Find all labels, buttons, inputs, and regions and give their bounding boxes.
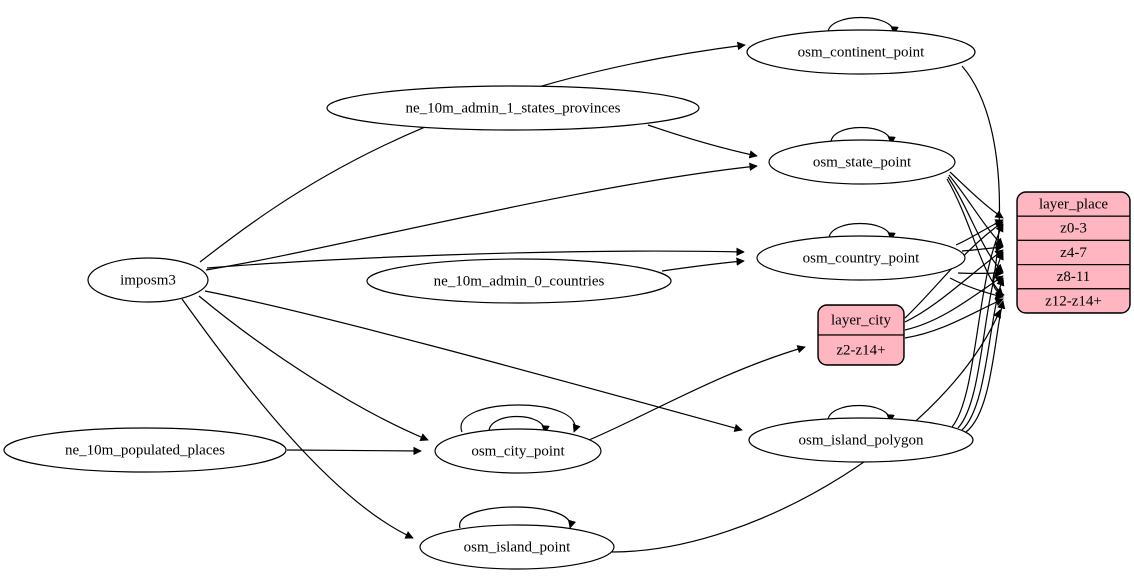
- edge-osm_state_point-to-layer_place_z0_3: [949, 171, 1004, 219]
- node-ne_10m_populated_places[interactable]: ne_10m_populated_places: [3, 427, 287, 473]
- node-ne_10m_admin_1_states_provinces[interactable]: ne_10m_admin_1_states_provinces: [326, 85, 700, 131]
- record-label-layer_place_z4_7: z4-7: [1060, 245, 1087, 261]
- node-shape-osm_continent_point: [746, 29, 976, 75]
- node-label-osm_city_point: osm_city_point: [471, 443, 565, 459]
- record-cell-layer_place_z4_7[interactable]: [1017, 239, 1130, 266]
- edge-ne_10m_admin_1_states_provinces-to-osm_state_point: [647, 124, 758, 159]
- record-label-layer_place_z8_11: z8-11: [1057, 269, 1091, 285]
- record-label-layer_city_title: layer_city: [831, 312, 891, 328]
- node-shape-ne_10m_admin_0_countries: [366, 258, 672, 304]
- node-label-ne_10m_admin_0_countries: ne_10m_admin_0_countries: [434, 273, 605, 289]
- node-osm_city_point[interactable]: osm_city_point: [434, 428, 602, 474]
- self-loop-osm_continent_point: [827, 17, 899, 35]
- edge-osm_state_point-to-layer_place_z4_7: [948, 174, 1004, 247]
- record-label-layer_place_z0_3: z0-3: [1060, 221, 1087, 237]
- edge-layer_city-to-layer_place_z12_14: [904, 298, 1004, 339]
- edge-osm_city_point-to-layer_city: [588, 345, 806, 441]
- node-shape-osm_country_point: [756, 235, 966, 281]
- node-label-imposm3: imposm3: [120, 272, 176, 288]
- node-osm_continent_point[interactable]: osm_continent_point: [746, 29, 976, 75]
- self-loop-osm_city_point_outer: [460, 404, 581, 433]
- node-label-osm_island_polygon: osm_island_polygon: [798, 432, 924, 448]
- self-loop-osm_city_point: [488, 416, 550, 434]
- edge-imposm3-to-osm_island_point: [181, 298, 414, 539]
- edge-imposm3-to-osm_island_polygon: [204, 290, 743, 433]
- edge-osm_island_polygon-to-layer_place_z4_7: [957, 251, 1004, 429]
- node-osm_state_point[interactable]: osm_state_point: [768, 139, 956, 185]
- edge-osm_island_point-to-layer_place_z12_14: [611, 309, 1001, 553]
- node-shape-osm_island_polygon: [748, 417, 974, 463]
- edge-osm_island_polygon-to-layer_place_z8_11: [961, 277, 1005, 431]
- node-label-osm_continent_point: osm_continent_point: [798, 44, 925, 60]
- edge-osm_country_point-to-layer_place_z4_7: [961, 243, 1004, 252]
- record-outline-layer_place: [1016, 191, 1131, 314]
- edges-layer: [181, 41, 1006, 553]
- edge-osm_continent_point-to-layer_place_z12_14: [961, 65, 1005, 297]
- node-shape-osm_state_point: [768, 139, 956, 185]
- record-label-layer_place_title: layer_place: [1039, 197, 1108, 213]
- edge-osm_island_polygon-to-layer_place_z0_3: [951, 223, 1004, 428]
- nodes-layer: imposm3 ne_10m_admin_1_states_provincesne…: [3, 29, 976, 570]
- self-loop-osm_country_point: [828, 223, 896, 241]
- edge-imposm3-to-osm_country_point: [206, 247, 745, 269]
- node-label-osm_country_point: osm_country_point: [803, 250, 920, 266]
- record-outline-layer_city: [817, 304, 905, 366]
- node-imposm3[interactable]: imposm3: [87, 257, 209, 303]
- node-shape-ne_10m_admin_1_states_provinces: [326, 85, 700, 131]
- node-label-osm_state_point: osm_state_point: [813, 154, 912, 170]
- edge-ne_10m_populated_places-to-osm_city_point: [286, 446, 422, 456]
- node-shape-imposm3: [87, 257, 209, 303]
- edge-layer_city-to-layer_place_z8_11: [904, 275, 1004, 331]
- self-loop-osm_island_polygon: [827, 405, 895, 423]
- node-shape-ne_10m_populated_places: [3, 427, 287, 473]
- self-loop-osm_state_point: [830, 127, 896, 145]
- edge-osm_state_point-to-layer_place_z8_11: [947, 176, 1004, 273]
- record-cell-layer_city_z2_14[interactable]: [818, 334, 904, 365]
- node-label-ne_10m_admin_1_states_provinces: ne_10m_admin_1_states_provinces: [406, 100, 621, 116]
- node-osm_island_polygon[interactable]: osm_island_polygon: [748, 417, 974, 463]
- record-label-layer_place_z12_14: z12-z14+: [1045, 293, 1102, 309]
- node-shape-osm_island_point: [419, 524, 615, 570]
- record-nodes-layer: layer_place z0-3 z4-7 z8-11 z12-z14+ layer_ci…: [817, 191, 1131, 366]
- node-osm_country_point[interactable]: osm_country_point: [756, 235, 966, 281]
- record-cell-layer_place_z0_3[interactable]: [1017, 215, 1130, 241]
- record-cell-layer_place_z12_14[interactable]: [1017, 288, 1130, 313]
- record-node-layer_place[interactable]: layer_place z0-3 z4-7 z8-11 z12-z14+: [1016, 191, 1131, 314]
- self-loop-osm_island_point: [459, 506, 577, 529]
- node-osm_island_point[interactable]: osm_island_point: [419, 524, 615, 570]
- edge-imposm3-to-osm_city_point: [198, 295, 429, 442]
- node-label-osm_island_point: osm_island_point: [464, 539, 572, 555]
- node-ne_10m_admin_0_countries[interactable]: ne_10m_admin_0_countries: [366, 258, 672, 304]
- node-label-ne_10m_populated_places: ne_10m_populated_places: [65, 442, 225, 458]
- record-node-layer_city[interactable]: layer_city z2-z14+: [817, 304, 905, 366]
- node-shape-osm_city_point: [434, 428, 602, 474]
- edge-layer_city-to-layer_place_z4_7: [904, 249, 1004, 323]
- record-label-layer_city_z2_14: z2-z14+: [836, 342, 885, 358]
- edge-ne_10m_admin_0_countries-to-osm_country_point: [661, 257, 745, 272]
- edge-imposm3-to-osm_continent_point: [199, 41, 746, 263]
- self-loops-layer: [459, 17, 899, 529]
- edge-imposm3-to-osm_state_point: [205, 162, 758, 271]
